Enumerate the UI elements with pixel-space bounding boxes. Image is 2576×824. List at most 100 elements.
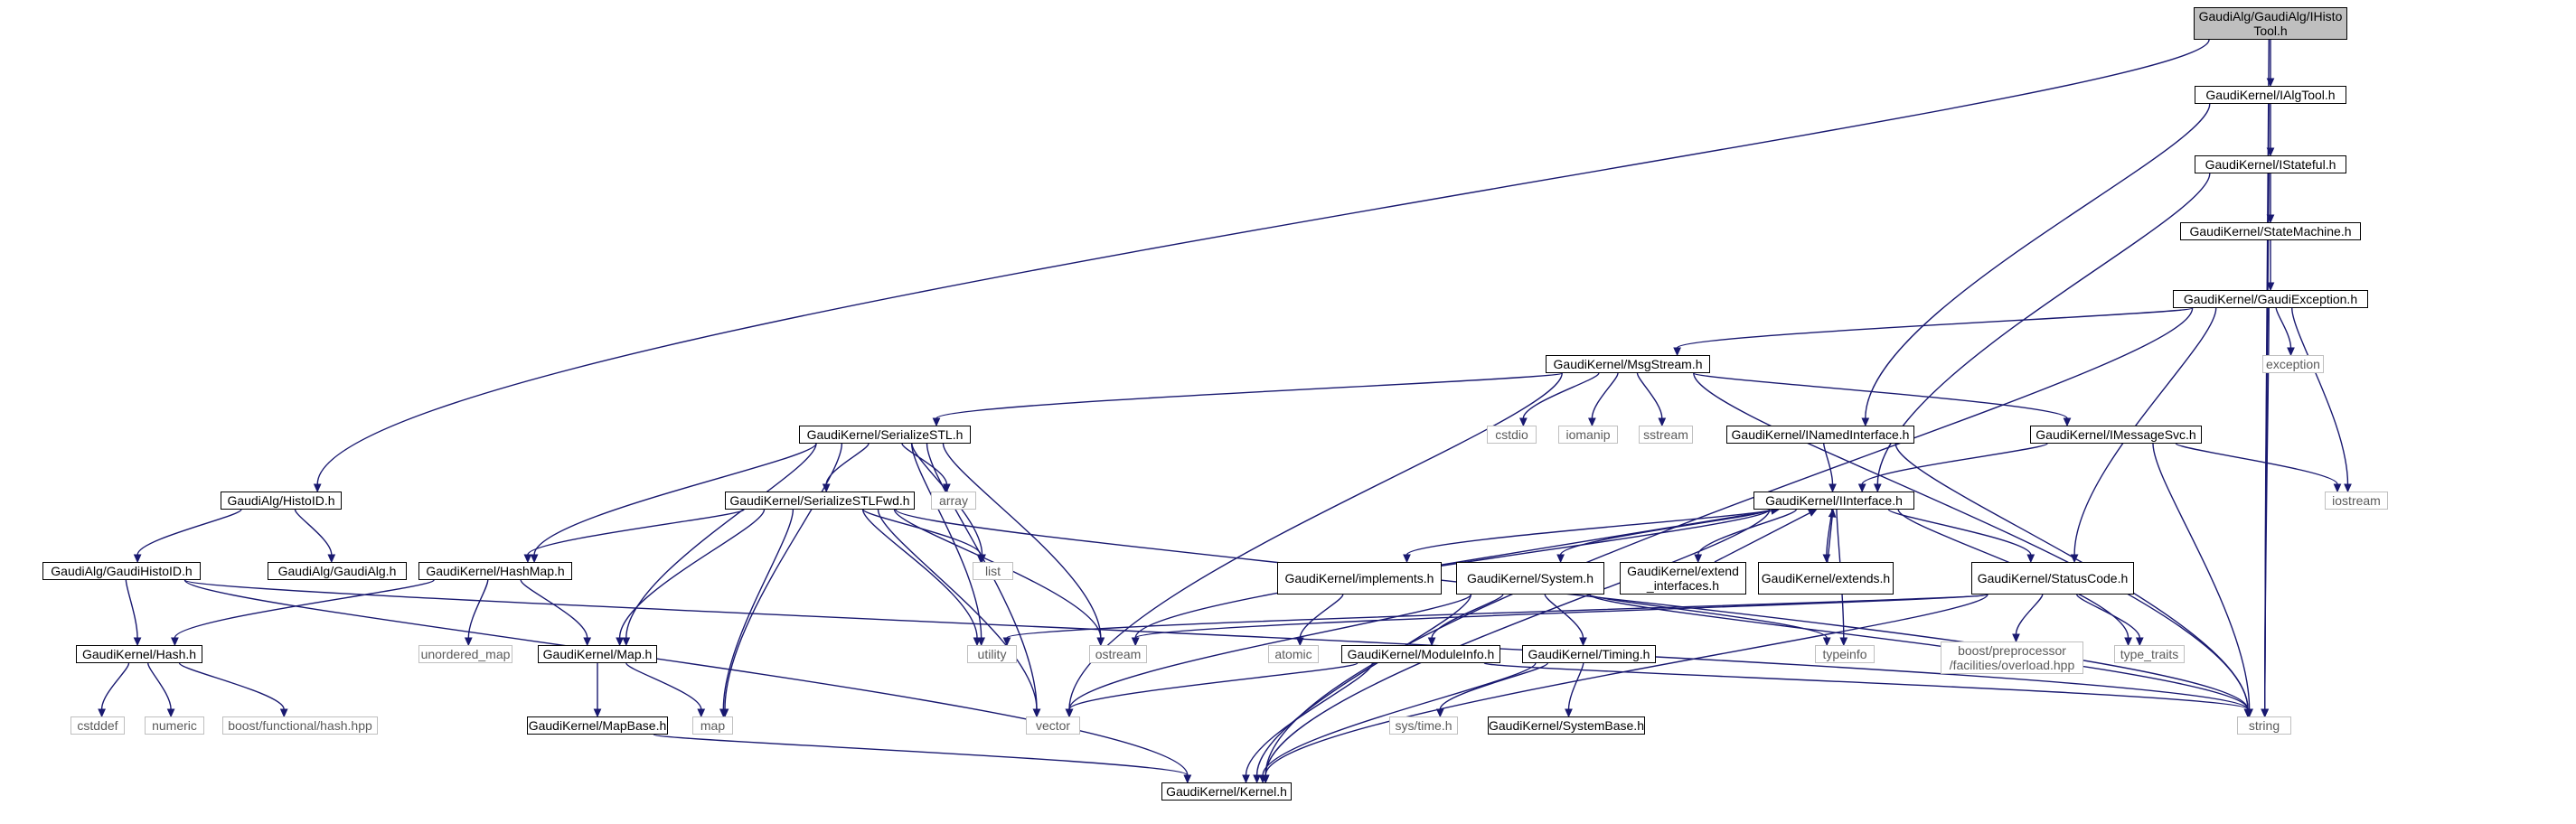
node-label: map <box>700 718 726 733</box>
arrowhead <box>2063 417 2072 427</box>
node-iinterface[interactable]: GaudiKernel/IInterface.h <box>1753 492 1914 510</box>
node-iostream: iostream <box>2325 492 2388 510</box>
edge-serializestl-to-ostream <box>942 443 1102 639</box>
arrowhead <box>1822 637 1831 647</box>
node-inamed[interactable]: GaudiKernel/INamedInterface.h <box>1726 426 1914 444</box>
arrowhead <box>464 637 473 647</box>
arrowhead <box>1295 637 1304 647</box>
edge-system-to-vector <box>1068 594 1472 710</box>
edge-inamed-to-string <box>1894 443 2249 710</box>
node-label: unordered_map <box>420 647 511 661</box>
edge-msgstream-to-string <box>1693 372 2249 710</box>
arrowhead <box>2261 708 2270 718</box>
node-ihisto[interactable]: GaudiAlg/GaudiAlg/IHisto Tool.h <box>2194 7 2347 40</box>
node-label: GaudiKernel/IMessageSvc.h <box>2035 427 2196 442</box>
edge-gaudiexception-to-kernel <box>1264 307 2194 776</box>
edge-inamed-to-iinterface <box>1823 443 1834 485</box>
arrowhead <box>133 637 142 647</box>
node-map-h[interactable]: GaudiKernel/Map.h <box>538 645 657 663</box>
edge-hashmap-to-hash <box>174 579 435 639</box>
arrowhead <box>1131 637 1140 647</box>
edge-timing-to-systime <box>1439 662 1548 710</box>
node-label: GaudiAlg/GaudiHistoID.h <box>51 564 193 578</box>
node-istateful[interactable]: GaudiKernel/IStateful.h <box>2195 155 2346 173</box>
edge-serializestlfwd-to-map <box>722 509 794 710</box>
arrowhead <box>2344 483 2352 493</box>
arrowhead <box>2012 633 2020 643</box>
arrowhead <box>719 708 728 718</box>
arrowhead <box>1828 508 1837 518</box>
node-label: type_traits <box>2120 647 2179 661</box>
node-array: array <box>931 492 976 510</box>
arrowhead <box>2243 708 2252 718</box>
node-systembase[interactable]: GaudiKernel/SystemBase.h <box>1488 716 1645 735</box>
edge-iinterface-to-ostream <box>1134 509 1771 639</box>
edge-system-to-typeinfo <box>1588 594 1828 639</box>
node-label: GaudiAlg/GaudiAlg.h <box>277 564 397 578</box>
node-label: GaudiKernel/StateMachine.h <box>2189 224 2352 239</box>
node-statuscode[interactable]: GaudiKernel/StatusCode.h <box>1971 562 2134 595</box>
node-moduleinfo[interactable]: GaudiKernel/ModuleInfo.h <box>1341 645 1500 663</box>
node-msgstream[interactable]: GaudiKernel/MsgStream.h <box>1546 355 1710 373</box>
node-serializestl[interactable]: GaudiKernel/SerializeSTL.h <box>799 426 971 444</box>
edge-imessagesvc-to-iinterface <box>1861 443 2048 485</box>
edge-ihisto-to-histoid <box>316 39 2210 485</box>
node-hash[interactable]: GaudiKernel/Hash.h <box>76 645 202 663</box>
edge-iinterface-to-implements <box>1406 509 1771 556</box>
node-label: GaudiAlg/HistoID.h <box>227 493 335 508</box>
node-hashmap[interactable]: GaudiKernel/HashMap.h <box>418 562 572 580</box>
edge-serializestl-to-list <box>911 443 983 556</box>
arrowhead <box>2287 347 2295 357</box>
node-implements[interactable]: GaudiKernel/implements.h <box>1277 562 1442 595</box>
edge-serializestlfwd-to-hashmap <box>527 509 745 556</box>
node-extends[interactable]: GaudiKernel/extends.h <box>1758 562 1894 595</box>
node-mapbase[interactable]: GaudiKernel/MapBase.h <box>527 716 668 735</box>
edge-iinterface-to-extendif <box>1697 509 1797 556</box>
node-label: boost/functional/hash.hpp <box>228 718 372 733</box>
edge-statuscode-to-kernel <box>1264 594 1988 776</box>
node-label: GaudiAlg/GaudiAlg/IHisto Tool.h <box>2198 9 2343 38</box>
node-label: boost/preprocessor /facilities/overload.… <box>1949 643 2075 672</box>
node-serializestlfwd[interactable]: GaudiKernel/SerializeSTLFwd.h <box>725 492 915 510</box>
edge-msgstream-to-imessagesvc <box>1693 372 2068 419</box>
edge-serializestl-to-map <box>724 443 843 710</box>
edge-gaudihistoid-to-string <box>183 579 2249 710</box>
edge-gaudihistoid-to-kernel <box>183 579 1189 776</box>
node-boostpp: boost/preprocessor /facilities/overload.… <box>1941 641 2083 674</box>
node-label: iostream <box>2332 493 2381 508</box>
node-imessagesvc[interactable]: GaudiKernel/IMessageSvc.h <box>2030 426 2202 444</box>
arrowhead <box>2266 282 2275 292</box>
edge-implements-to-iinterface <box>1441 510 1772 566</box>
node-kernel[interactable]: GaudiKernel/Kernel.h <box>1161 782 1292 801</box>
arrowhead <box>1861 417 1870 427</box>
node-histoid[interactable]: GaudiAlg/HistoID.h <box>221 492 342 510</box>
arrowhead <box>1253 774 1261 784</box>
edge-hash-to-numeric <box>147 662 172 710</box>
node-extendif[interactable]: GaudiKernel/extend _interfaces.h <box>1620 562 1746 595</box>
node-statemachine[interactable]: GaudiKernel/StateMachine.h <box>2180 222 2361 240</box>
arrowhead <box>1822 554 1831 564</box>
node-list: list <box>973 562 1013 580</box>
edge-system-to-timing <box>1544 594 1584 639</box>
node-label: typeinfo <box>1822 647 1867 661</box>
node-label: GaudiKernel/IStateful.h <box>2205 157 2336 172</box>
node-label: array <box>939 493 968 508</box>
node-gaudialg[interactable]: GaudiAlg/GaudiAlg.h <box>268 562 407 580</box>
node-timing[interactable]: GaudiKernel/Timing.h <box>1522 645 1656 663</box>
node-label: GaudiKernel/SerializeSTLFwd.h <box>729 493 910 508</box>
node-system[interactable]: GaudiKernel/System.h <box>1456 562 1604 595</box>
edge-msgstream-to-iomanip <box>1591 372 1619 419</box>
arrowhead <box>1839 637 1848 647</box>
edge-gaudiexception-to-exception <box>2275 307 2292 349</box>
node-gaudiexception[interactable]: GaudiKernel/GaudiException.h <box>2173 290 2368 308</box>
edge-serializestl-to-hashmap <box>533 443 817 556</box>
edge-hash-to-cstddef <box>100 662 130 710</box>
edge-histoid-to-gaudialg <box>294 509 333 556</box>
node-ialgtool[interactable]: GaudiKernel/IAlgTool.h <box>2195 86 2346 104</box>
node-cstddef: cstddef <box>71 716 125 735</box>
edge-serializestl-to-map_h <box>625 443 817 639</box>
node-map: map <box>692 716 733 735</box>
node-label: GaudiKernel/System.h <box>1466 571 1594 585</box>
node-gaudihistoid[interactable]: GaudiAlg/GaudiHistoID.h <box>42 562 201 580</box>
node-sstream: sstream <box>1639 426 1693 444</box>
